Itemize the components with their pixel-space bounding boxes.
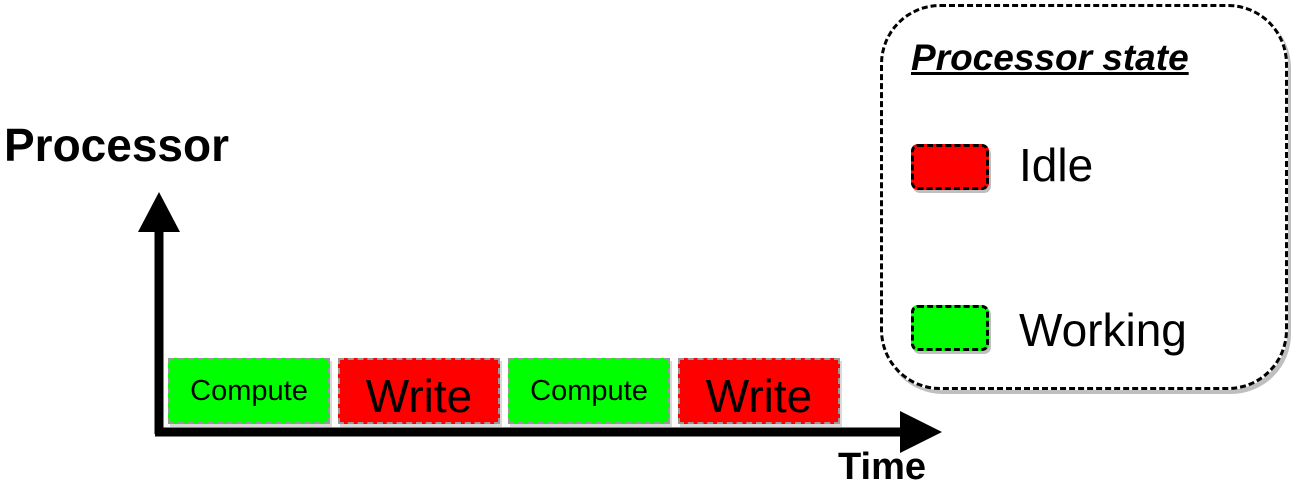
y-axis-label: Processor	[4, 119, 230, 171]
timeline-block-label: Compute	[530, 374, 648, 407]
timeline-block-label: Write	[705, 370, 813, 422]
legend: Processor state Idle Working	[880, 4, 1288, 390]
timeline-block-write-1: Write	[338, 358, 500, 424]
timeline-block-write-2: Write	[678, 358, 840, 424]
legend-swatch-working	[911, 305, 989, 351]
y-axis-arrowhead	[138, 192, 180, 232]
legend-swatch-idle	[911, 144, 989, 190]
timeline-block-label: Compute	[190, 374, 308, 407]
timeline-block-compute-2: Compute	[508, 358, 670, 424]
timeline-block-compute-1: Compute	[168, 358, 330, 424]
x-axis-arrowhead	[900, 411, 942, 453]
x-axis	[155, 411, 942, 453]
legend-title: Processor state	[911, 37, 1189, 78]
legend-label-idle: Idle	[1019, 139, 1094, 191]
y-axis	[138, 192, 180, 434]
legend-label-working: Working	[1019, 304, 1187, 356]
timeline-block-label: Write	[365, 370, 473, 422]
x-axis-label: Time	[838, 446, 927, 488]
